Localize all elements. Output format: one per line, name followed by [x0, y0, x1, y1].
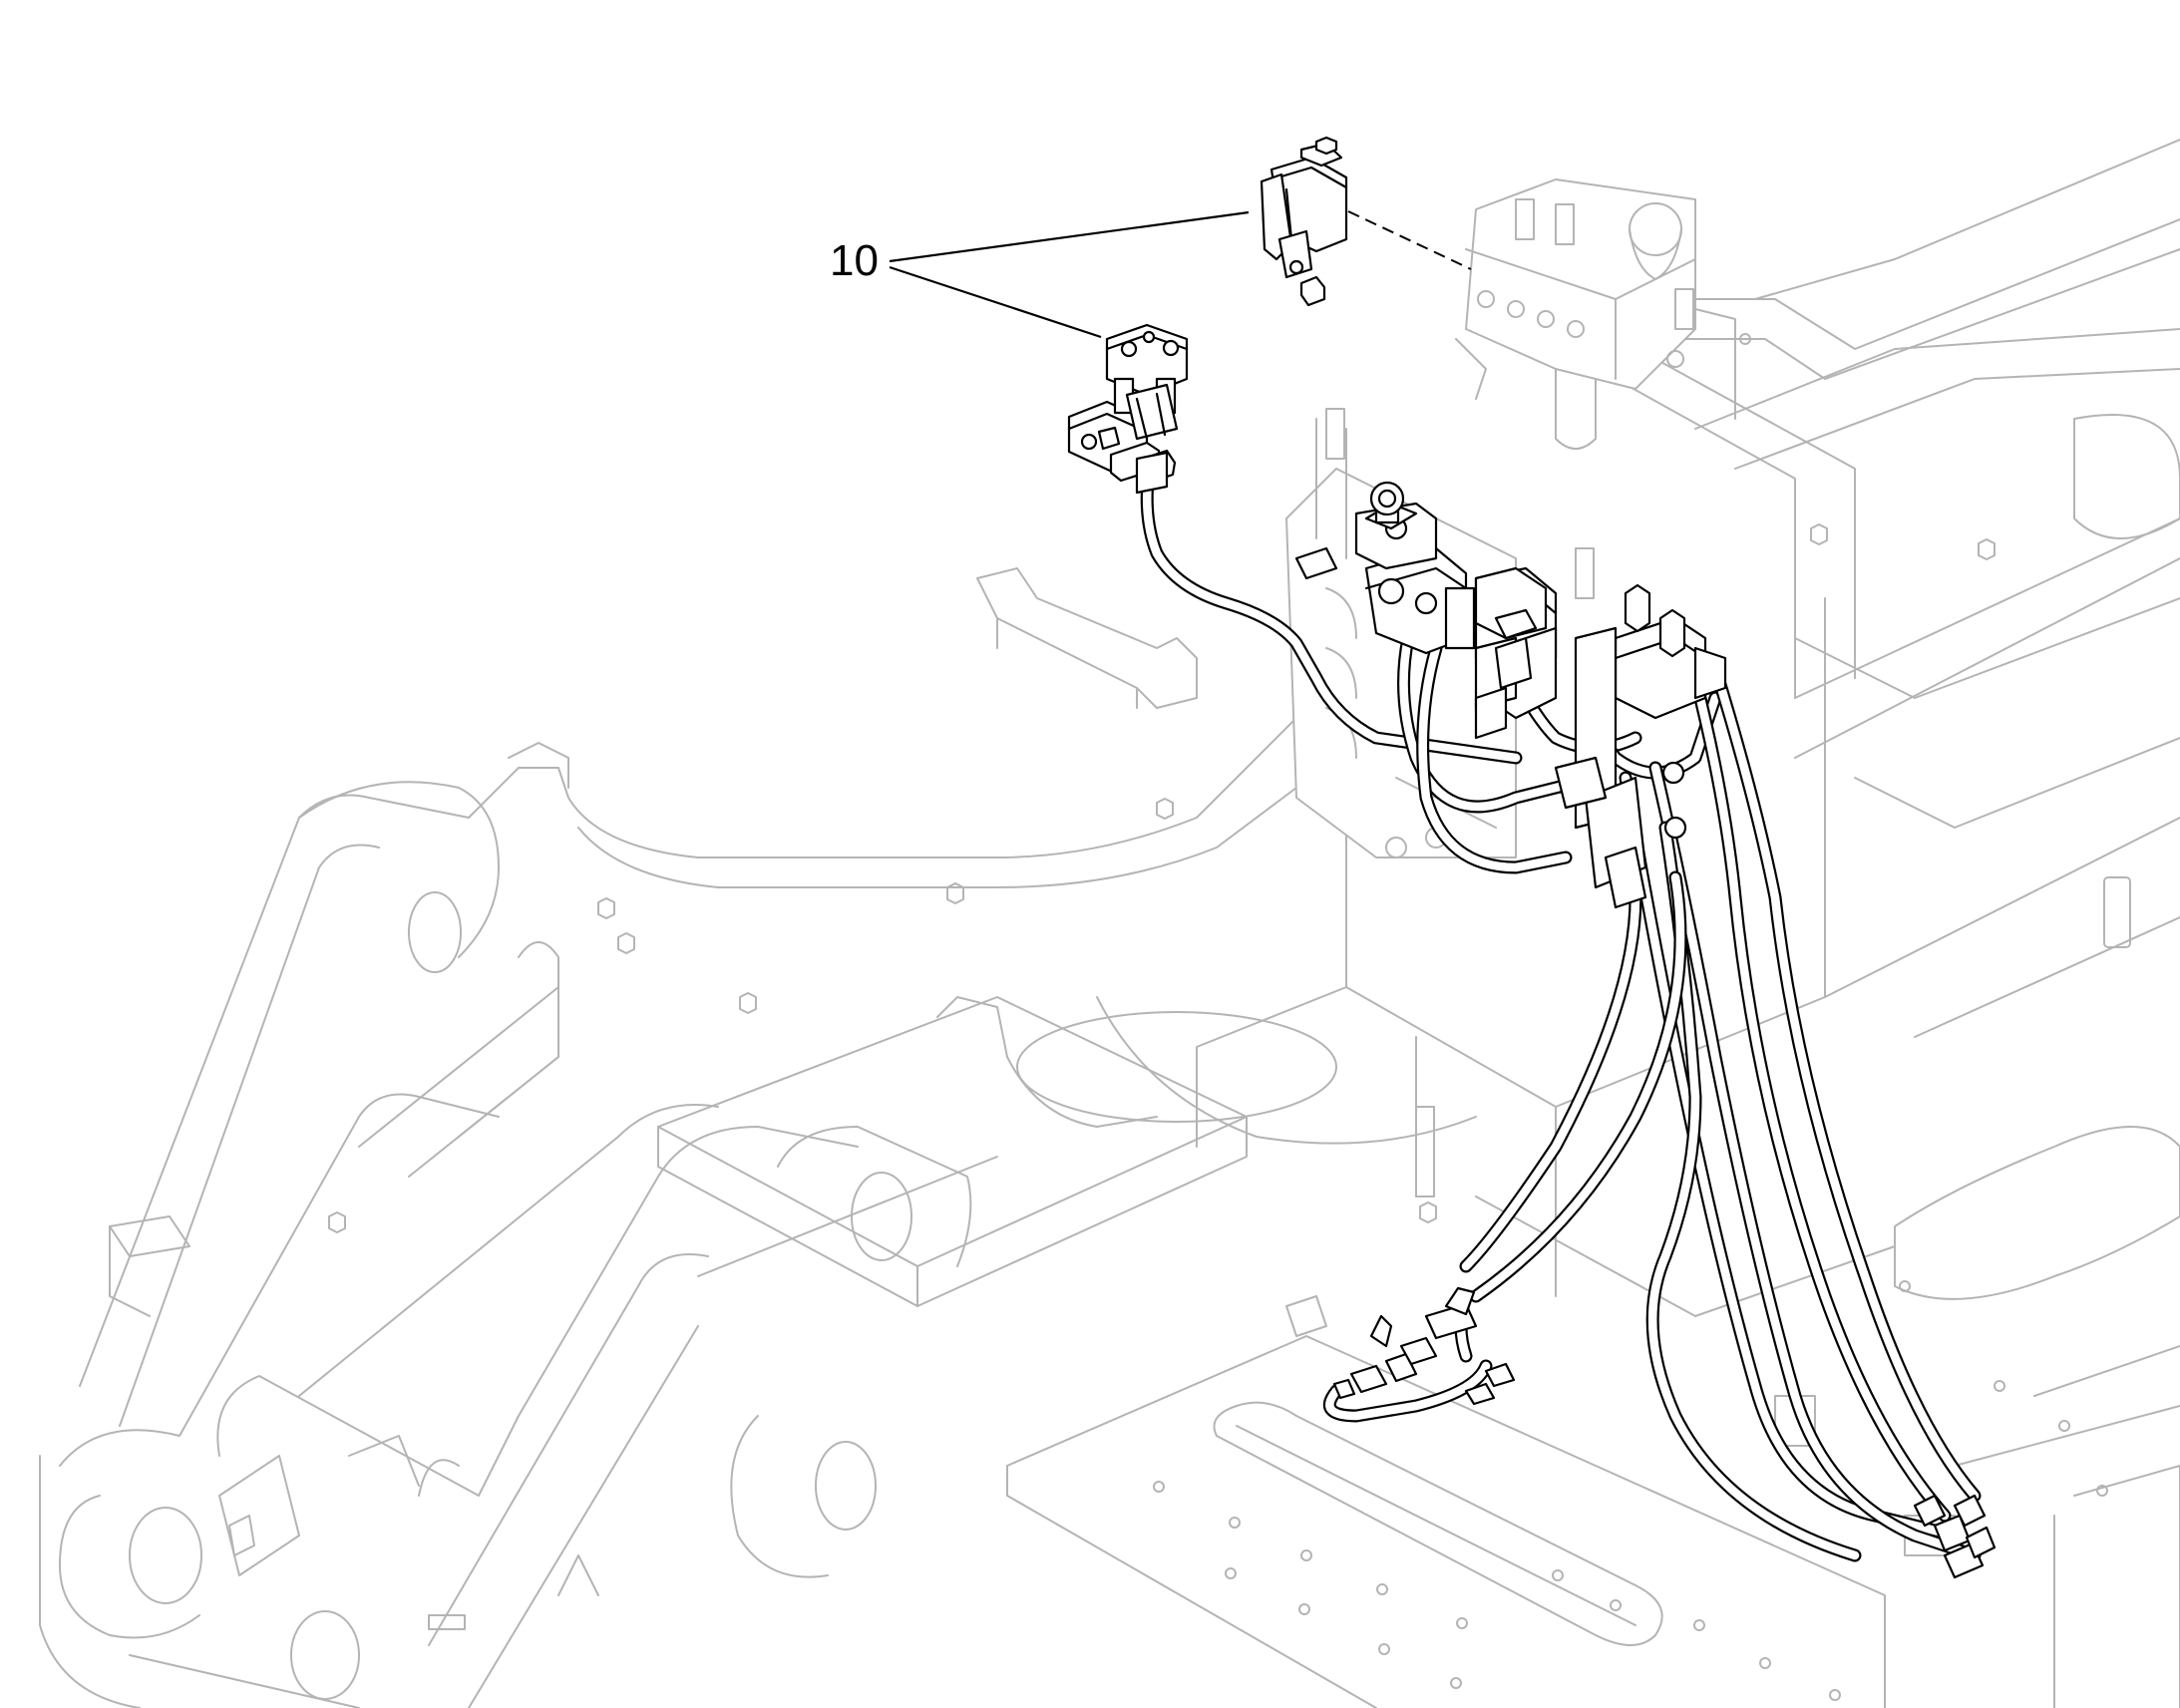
- main-valve-block-ghost: [1455, 178, 1736, 450]
- machine-frame-ghost: [39, 139, 2180, 1708]
- test-port-fitting: [1332, 1286, 1516, 1406]
- sensor-hose: [1140, 464, 1523, 765]
- hose-end-fittings: [1913, 1494, 1997, 1579]
- down-hoses: [1459, 661, 1982, 1562]
- assembly-dashed-line: [1347, 210, 1472, 270]
- leader-line-upper: [889, 210, 1250, 263]
- hydraulic-valve-assembly: [1294, 481, 1727, 909]
- pressure-sensor-lower: [1067, 323, 1189, 495]
- pressure-switch-upper: [1260, 136, 1348, 307]
- leader-line-lower: [889, 265, 1102, 339]
- hydraulic-hoses: [1140, 464, 1982, 1562]
- callout-label: 10: [830, 236, 879, 285]
- part-callout-10: 10: [830, 210, 1250, 339]
